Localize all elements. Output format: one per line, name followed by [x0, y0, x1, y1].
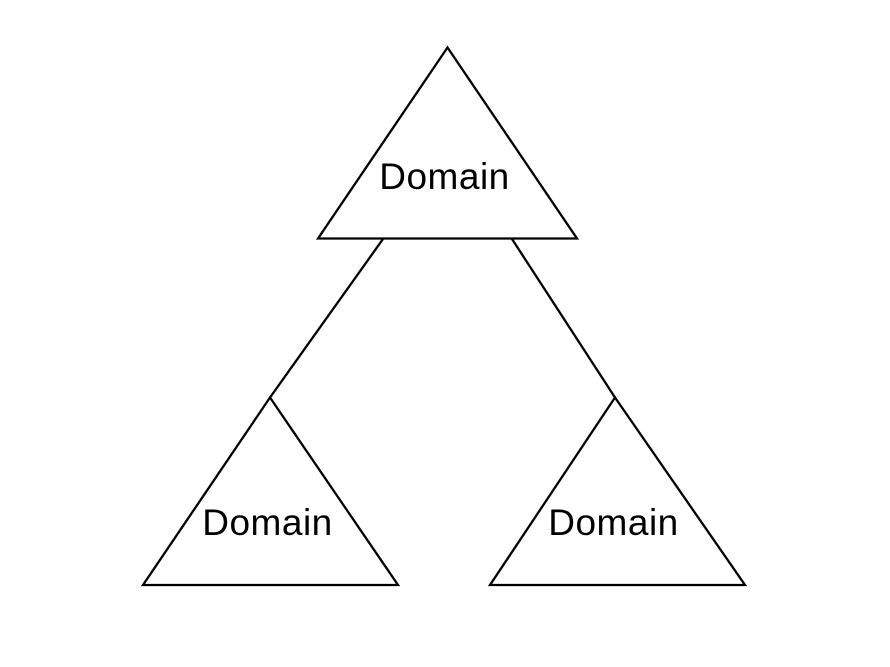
triangle-bottom-left-label: Domain [202, 502, 333, 543]
triangle-top [315, 45, 580, 240]
triangle-top-label: Domain [379, 156, 510, 197]
triangle-bottom-right [487, 395, 748, 587]
triangle-bottom-left [140, 395, 401, 587]
connector-top-to-bottom-right [511, 238, 616, 399]
triangle-bottom-right-label: Domain [548, 502, 679, 543]
connector-top-to-bottom-left [269, 238, 384, 399]
